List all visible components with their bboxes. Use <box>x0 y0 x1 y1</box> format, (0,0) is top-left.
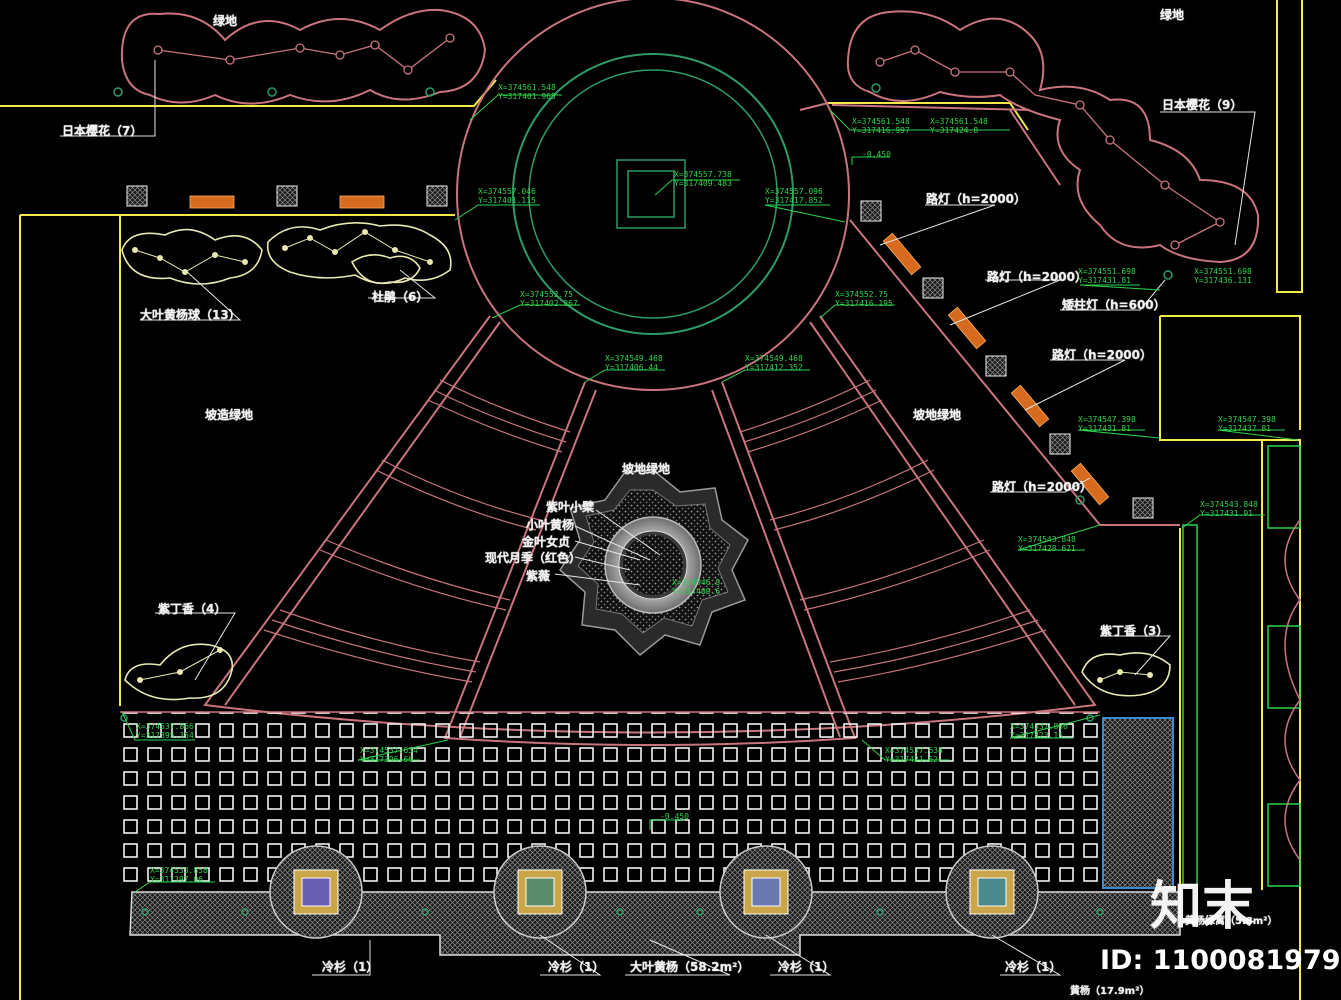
coord-1: X=374561.548 Y=317401.965 <box>498 83 556 101</box>
label-cherry-9: 日本樱花（9） <box>1162 98 1243 112</box>
coord-11: X=374549.468 Y=317406.44 <box>605 354 663 372</box>
label-plant-4: 现代月季（红色） <box>485 551 582 565</box>
label-fir-4: 冷杉（1） <box>1005 960 1062 974</box>
label-bottom-right-2: 黄杨（17.9m²） <box>1070 986 1150 997</box>
coord-3: X=374561.548 Y=317424.8 <box>930 117 988 135</box>
coord-13: X=374547.398 Y=317431.81 <box>1078 415 1136 433</box>
coord-14: X=374547.398 Y=317437.81 <box>1218 415 1276 433</box>
label-lamp-2: 路灯（h=2000） <box>987 270 1087 284</box>
label-lilac-3: 紫丁香（3） <box>1100 624 1169 638</box>
label-big-boxwood-area: 大叶黄杨（58.2m²） <box>630 960 750 974</box>
coord-5: X=374557.046 Y=317401.115 <box>478 187 536 205</box>
street-lamp-posts <box>189 195 1110 506</box>
coord-8: X=374551.698 Y=317436.131 <box>1194 267 1252 285</box>
label-plant-2: 小叶黄杨 <box>526 518 575 532</box>
coord-7: X=374551.698 Y=317431.81 <box>1078 267 1136 285</box>
elevation-top: -0.450 <box>862 150 891 159</box>
id-watermark: ID: 1100081979 <box>1100 945 1341 976</box>
label-lamp-1: 路灯（h=2000） <box>926 192 1026 206</box>
central-flower-bed <box>559 469 749 657</box>
coord-12: X=374549.468 Y=317412.352 <box>745 354 803 372</box>
dimension-leaders <box>121 94 1299 893</box>
shrub-symbols <box>132 229 1153 683</box>
circular-plaza <box>456 0 850 391</box>
label-cherry-7: 日本樱花（7） <box>62 124 143 138</box>
label-bollard: 矮柱灯（h=600） <box>1062 298 1166 312</box>
label-big-boxwood-13: 大叶黄杨球（13） <box>140 308 241 322</box>
label-lawn-left: 坡造绿地 <box>205 408 254 422</box>
coord-20: X=374537.634 Y=317421.62 <box>885 746 943 764</box>
label-fir-2: 冷杉（1） <box>548 960 605 974</box>
label-green-top-right: 绿地 <box>1160 8 1185 22</box>
fir-tree-plots <box>269 845 1039 939</box>
label-lilac-4: 紫丁香（4） <box>158 602 227 616</box>
coord-18: X=374537.866 Y=317423.15 <box>1010 722 1068 740</box>
right-green-strip <box>1182 445 1301 887</box>
coord-10: X=374552.75 Y=317416.195 <box>835 290 893 308</box>
coord-2: X=374561.548 Y=317416.997 <box>852 117 910 135</box>
coord-16: X=374543.848 Y=317431.91 <box>1200 500 1258 518</box>
right-hedge-block <box>1102 717 1174 889</box>
label-lawn-right: 坡地绿地 <box>913 408 962 422</box>
brand-watermark: 知末 <box>1150 877 1255 937</box>
coord-9: X=374552.75 Y=317402.367 <box>520 290 578 308</box>
terrace-steps <box>263 379 1047 683</box>
coord-19: X=374537.634 Y=317396.66 <box>360 746 418 764</box>
coord-6: X=374557.096 Y=317417.852 <box>765 187 823 205</box>
diagonal-walkway <box>799 102 1180 526</box>
label-lamp-3: 路灯（h=2000） <box>1052 348 1152 362</box>
elevation-bottom: -0.450 <box>660 812 689 821</box>
cherry-tree-symbols <box>153 33 1225 250</box>
label-fir-3: 冷杉（1） <box>778 960 835 974</box>
cherry-tree-beds <box>120 8 1260 264</box>
coord-21: X=374533.858 Y=317397.06 <box>150 866 208 884</box>
label-plant-1: 紫叶小檗 <box>546 500 595 514</box>
coord-15: X=374543.848 Y=317428.621 <box>1018 535 1076 553</box>
lamp-bases <box>126 185 1154 519</box>
label-lawn-center: 坡地绿地 <box>622 462 671 476</box>
shrub-groups <box>121 222 1171 701</box>
square-paving-grid <box>120 712 1100 890</box>
coord-4: X=374557.738 Y=317409.483 <box>674 170 732 188</box>
label-bottom-right-1: 黄杨绿篱（5.8m²） <box>1185 916 1278 927</box>
label-azalea-6: 杜鹃（6） <box>372 290 429 304</box>
coord-22: X=374546.9 Y=317409.6 <box>672 578 721 596</box>
label-fir-1: 冷杉（1） <box>322 960 379 974</box>
label-lamp-4: 路灯（h=2000） <box>992 480 1092 494</box>
label-green-top-left: 绿地 <box>213 14 238 28</box>
hedge-strip <box>129 891 1181 956</box>
leader-lines <box>60 60 1256 976</box>
bollard-markers <box>113 83 1173 916</box>
label-plant-5: 紫薇 <box>526 569 551 583</box>
label-plant-3: 金叶女贞 <box>522 535 571 549</box>
coord-17: X=374537.866 Y=317395.354 <box>136 722 194 740</box>
